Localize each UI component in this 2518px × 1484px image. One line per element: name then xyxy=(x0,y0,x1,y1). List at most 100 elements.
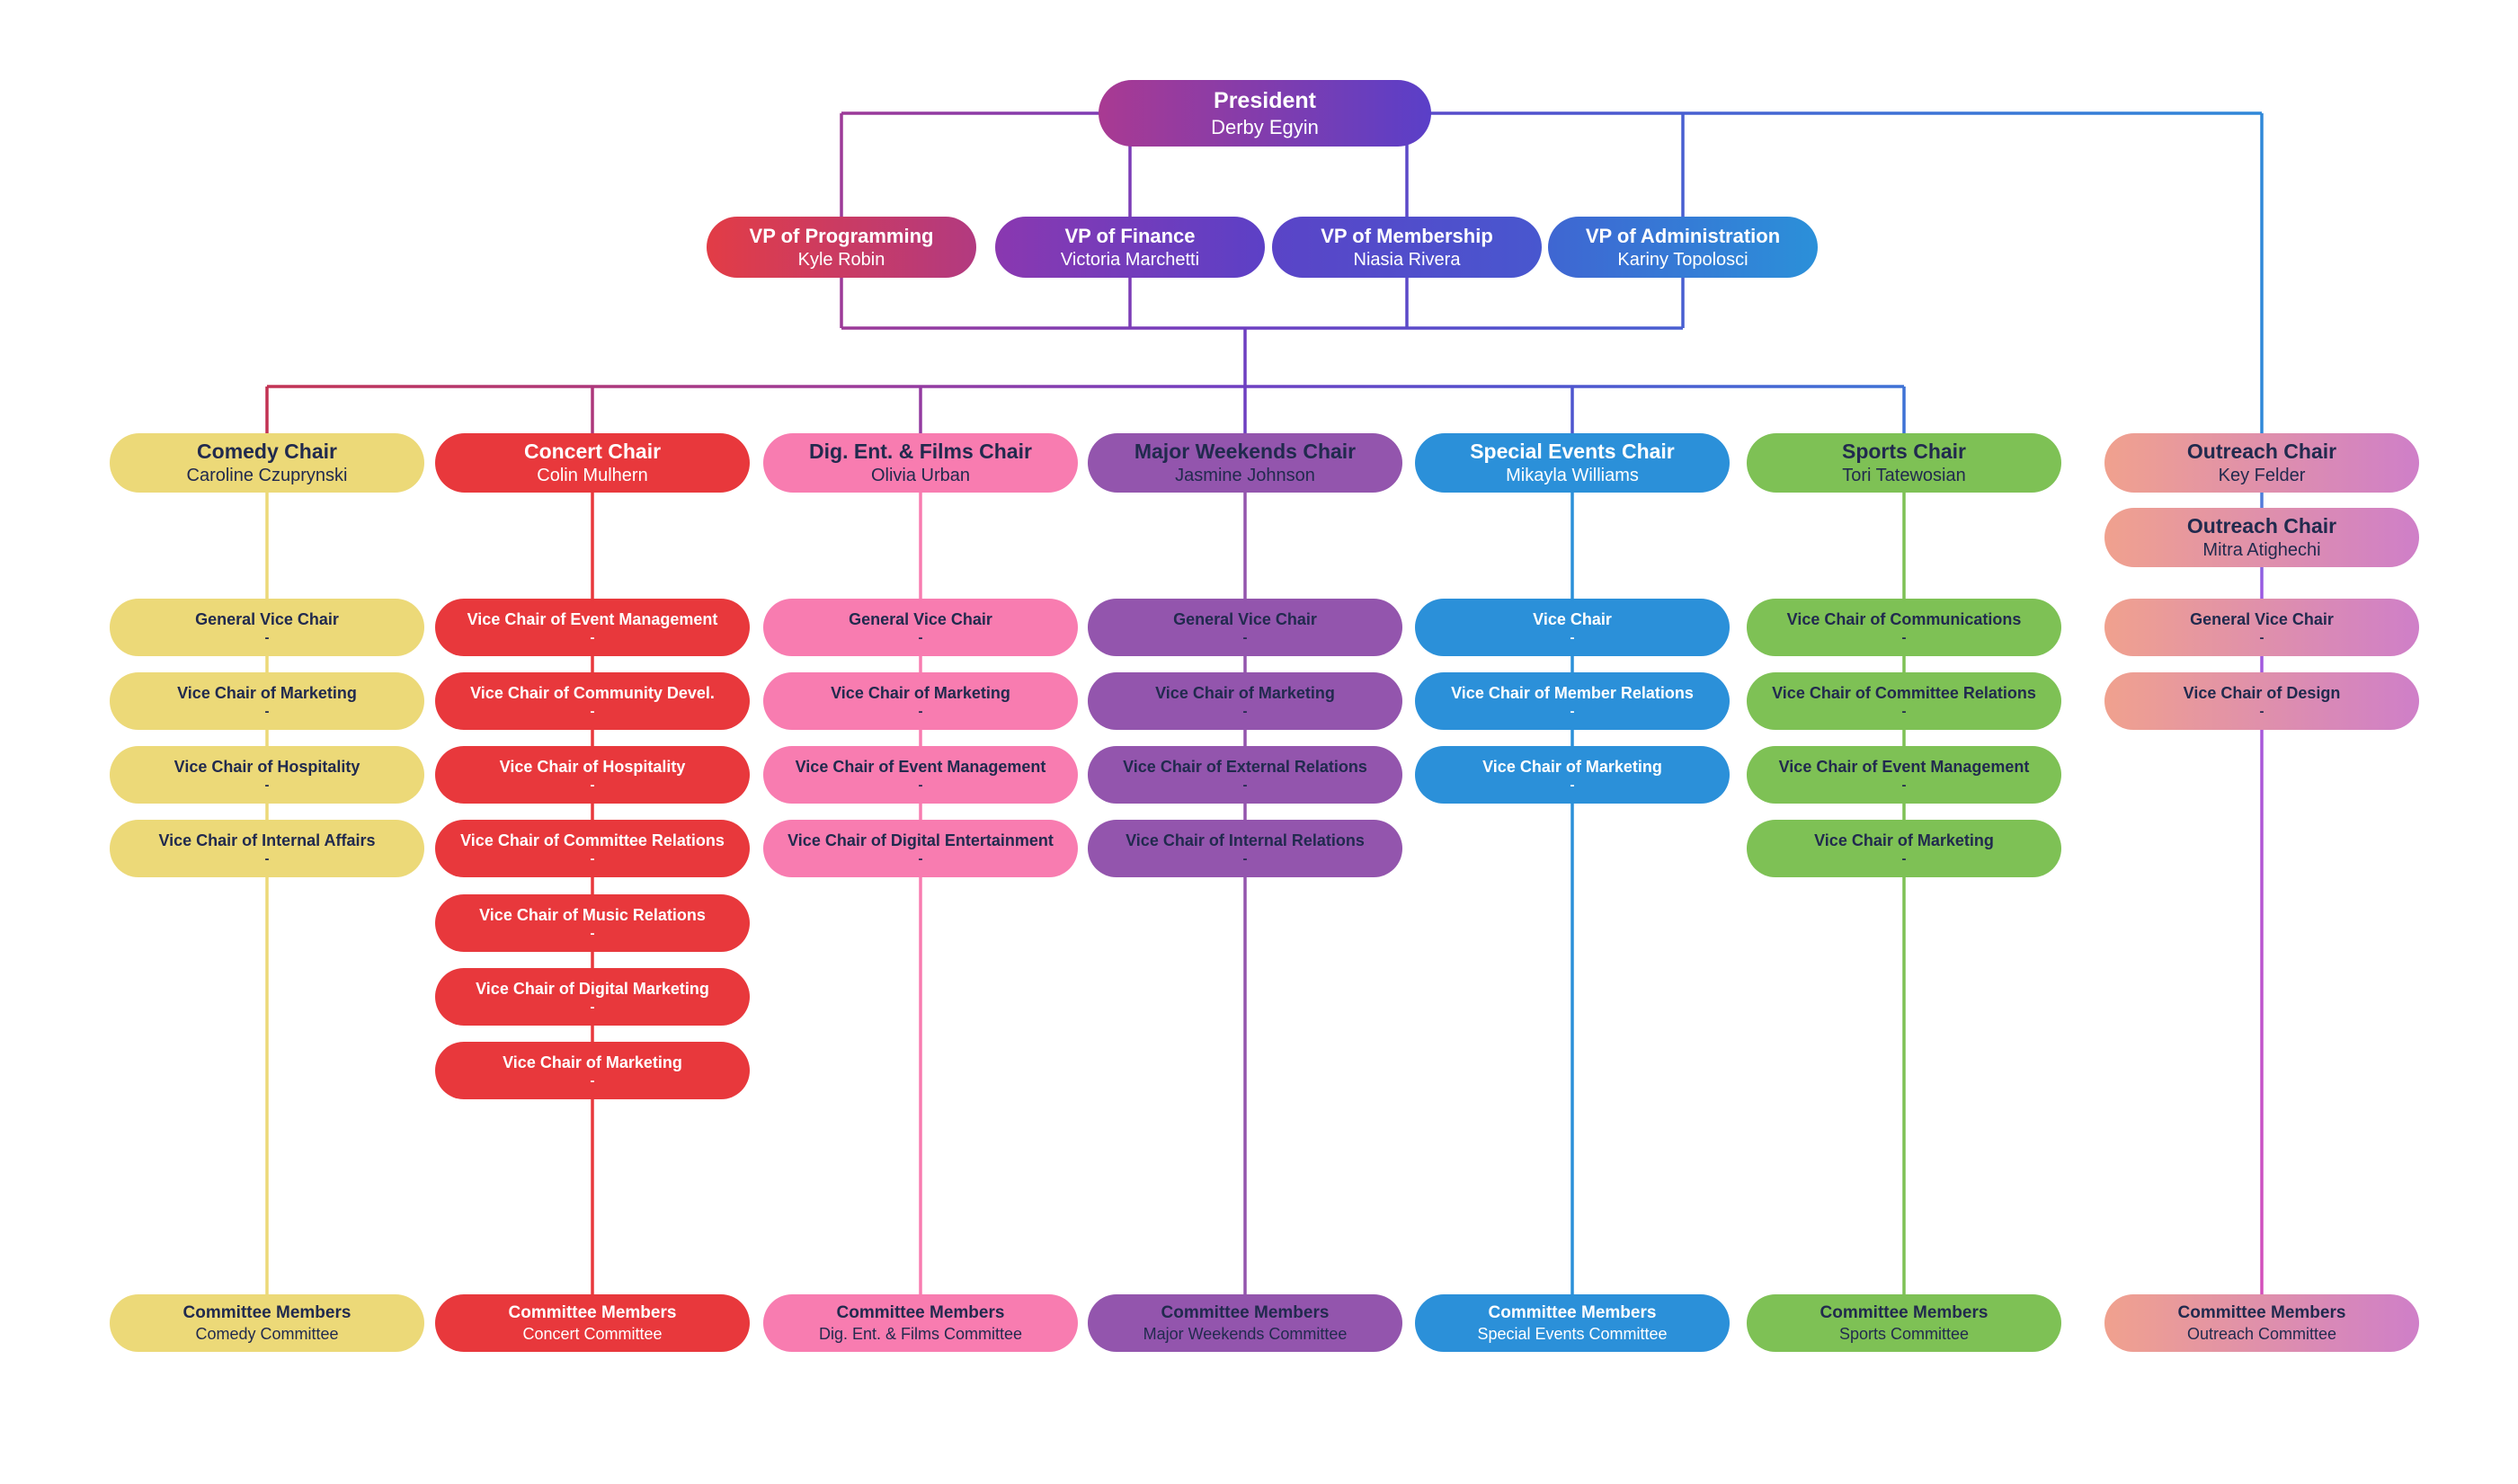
node-subtitle: Special Events Committee xyxy=(1477,1324,1668,1343)
node-subtitle: - xyxy=(1242,777,1248,793)
node-vice-chair: Vice Chair of Internal Affairs - xyxy=(110,820,424,877)
node-vice-chair: Vice Chair - xyxy=(1415,599,1730,656)
node-vice-chair: Vice Chair of Community Devel. - xyxy=(435,672,750,730)
node-title: Vice Chair of Marketing xyxy=(1155,683,1335,702)
node-committee-concert: Committee Members Concert Committee xyxy=(435,1294,750,1352)
node-title: President xyxy=(1214,87,1316,113)
node-title: Vice Chair of Communications xyxy=(1786,609,2022,628)
node-title: Vice Chair xyxy=(1533,609,1612,628)
node-vice-chair: Vice Chair of External Relations - xyxy=(1088,746,1402,804)
node-title: Vice Chair of Committee Relations xyxy=(460,831,725,849)
node-subtitle: Mitra Atighechi xyxy=(2202,540,2321,560)
node-vice-chair: Vice Chair of Marketing - xyxy=(110,672,424,730)
node-title: Vice Chair of Event Management xyxy=(795,757,1046,776)
node-title: Outreach Chair xyxy=(2186,514,2337,538)
node-subtitle: - xyxy=(918,629,923,645)
node-vice-chair: Vice Chair of Hospitality - xyxy=(435,746,750,804)
node-title: Vice Chair of Marketing xyxy=(177,683,357,702)
node-subtitle: Key Felder xyxy=(2218,466,2306,485)
node-subtitle: Sports Committee xyxy=(1838,1324,1970,1343)
node-chair-major-weekends: Major Weekends Chair Jasmine Johnson xyxy=(1088,433,1402,493)
node-subtitle: Olivia Urban xyxy=(870,466,971,485)
node-subtitle: Colin Mulhern xyxy=(537,466,648,485)
node-subtitle: - xyxy=(590,925,595,941)
node-vice-chair: Vice Chair of Hospitality - xyxy=(110,746,424,804)
node-subtitle: Niasia Rivera xyxy=(1353,249,1461,270)
node-committee-comedy: Committee Members Comedy Committee xyxy=(110,1294,424,1352)
node-subtitle: - xyxy=(264,629,270,645)
node-subtitle: - xyxy=(590,777,595,793)
node-title: Committee Members xyxy=(836,1302,1005,1322)
node-subtitle: Jasmine Johnson xyxy=(1175,466,1315,485)
node-subtitle: - xyxy=(2259,703,2264,719)
node-title: General Vice Chair xyxy=(195,609,339,628)
node-vp-membership: VP of Membership Niasia Rivera xyxy=(1272,217,1542,278)
node-subtitle: - xyxy=(590,703,595,719)
node-subtitle: Tori Tatewosian xyxy=(1842,466,1966,485)
node-chair-comedy: Comedy Chair Caroline Czuprynski xyxy=(110,433,424,493)
node-title: Vice Chair of Marketing xyxy=(1482,757,1662,776)
node-title: Vice Chair of Music Relations xyxy=(479,905,706,924)
node-title: Vice Chair of Internal Affairs xyxy=(158,831,376,849)
node-vice-chair: Vice Chair of Event Management - xyxy=(435,599,750,656)
node-vice-chair: Vice Chair of Event Management - xyxy=(763,746,1078,804)
node-vice-chair: Vice Chair of Marketing - xyxy=(1415,746,1730,804)
node-title: VP of Finance xyxy=(1064,224,1196,247)
node-vice-chair: Vice Chair of Internal Relations - xyxy=(1088,820,1402,877)
node-vice-chair: Vice Chair of Member Relations - xyxy=(1415,672,1730,730)
node-vice-chair: Vice Chair of Digital Marketing - xyxy=(435,968,750,1026)
node-title: Sports Chair xyxy=(1841,440,1967,463)
node-title: VP of Administration xyxy=(1585,224,1781,247)
node-subtitle: Mikayla Williams xyxy=(1506,466,1639,485)
node-subtitle: Concert Committee xyxy=(522,1324,663,1343)
node-subtitle: - xyxy=(1570,629,1575,645)
node-vp-programming: VP of Programming Kyle Robin xyxy=(707,217,976,278)
node-title: Vice Chair of Member Relations xyxy=(1451,683,1694,702)
node-chair-dig-ent-films: Dig. Ent. & Films Chair Olivia Urban xyxy=(763,433,1078,493)
node-title: General Vice Chair xyxy=(2190,609,2334,628)
node-title: Outreach Chair xyxy=(2186,440,2337,463)
node-committee-major-weekends: Committee Members Major Weekends Committ… xyxy=(1088,1294,1402,1352)
node-vice-chair: Vice Chair of Music Relations - xyxy=(435,894,750,952)
node-title: Dig. Ent. & Films Chair xyxy=(809,440,1032,463)
node-subtitle: - xyxy=(590,1072,595,1089)
node-subtitle: - xyxy=(590,629,595,645)
node-vice-chair: Vice Chair of Design - xyxy=(2104,672,2419,730)
node-title: Committee Members xyxy=(508,1302,677,1322)
node-chair-sports: Sports Chair Tori Tatewosian xyxy=(1747,433,2061,493)
node-subtitle: - xyxy=(1901,629,1907,645)
node-subtitle: Caroline Czuprynski xyxy=(186,466,348,485)
node-subtitle: - xyxy=(590,850,595,866)
node-title: Vice Chair of Internal Relations xyxy=(1126,831,1365,849)
node-title: Vice Chair of Committee Relations xyxy=(1772,683,2036,702)
chair-bus-wires xyxy=(265,113,2264,433)
node-subtitle: - xyxy=(1570,703,1575,719)
node-subtitle: - xyxy=(918,703,923,719)
node-committee-outreach: Committee Members Outreach Committee xyxy=(2104,1294,2419,1352)
node-title: General Vice Chair xyxy=(849,609,992,628)
node-title: VP of Membership xyxy=(1321,224,1493,247)
node-title: Vice Chair of Community Devel. xyxy=(470,683,715,702)
node-subtitle: - xyxy=(264,703,270,719)
node-subtitle: Comedy Committee xyxy=(195,1324,339,1343)
node-vice-chair: Vice Chair of Marketing - xyxy=(763,672,1078,730)
node-chair-outreach-2: Outreach Chair Mitra Atighechi xyxy=(2104,508,2419,567)
node-subtitle: - xyxy=(1242,850,1248,866)
node-subtitle: - xyxy=(1242,703,1248,719)
node-subtitle: Major Weekends Committee xyxy=(1143,1324,1348,1343)
node-title: Special Events Chair xyxy=(1470,440,1675,463)
node-vice-chair: Vice Chair of Event Management - xyxy=(1747,746,2061,804)
node-title: VP of Programming xyxy=(749,224,934,247)
node-subtitle: - xyxy=(2259,629,2264,645)
node-subtitle: Victoria Marchetti xyxy=(1060,249,1200,270)
node-subtitle: - xyxy=(1242,629,1248,645)
node-vice-chair: Vice Chair of Marketing - xyxy=(1747,820,2061,877)
node-committee-dig-ent-films: Committee Members Dig. Ent. & Films Comm… xyxy=(763,1294,1078,1352)
node-subtitle: - xyxy=(1901,850,1907,866)
node-title: Concert Chair xyxy=(523,440,662,463)
node-title: Committee Members xyxy=(1820,1302,1989,1322)
node-committee-sports: Committee Members Sports Committee xyxy=(1747,1294,2061,1352)
node-subtitle: Dig. Ent. & Films Committee xyxy=(818,1324,1023,1343)
node-vice-chair: Vice Chair of Marketing - xyxy=(1088,672,1402,730)
node-committee-special-events: Committee Members Special Events Committ… xyxy=(1415,1294,1730,1352)
